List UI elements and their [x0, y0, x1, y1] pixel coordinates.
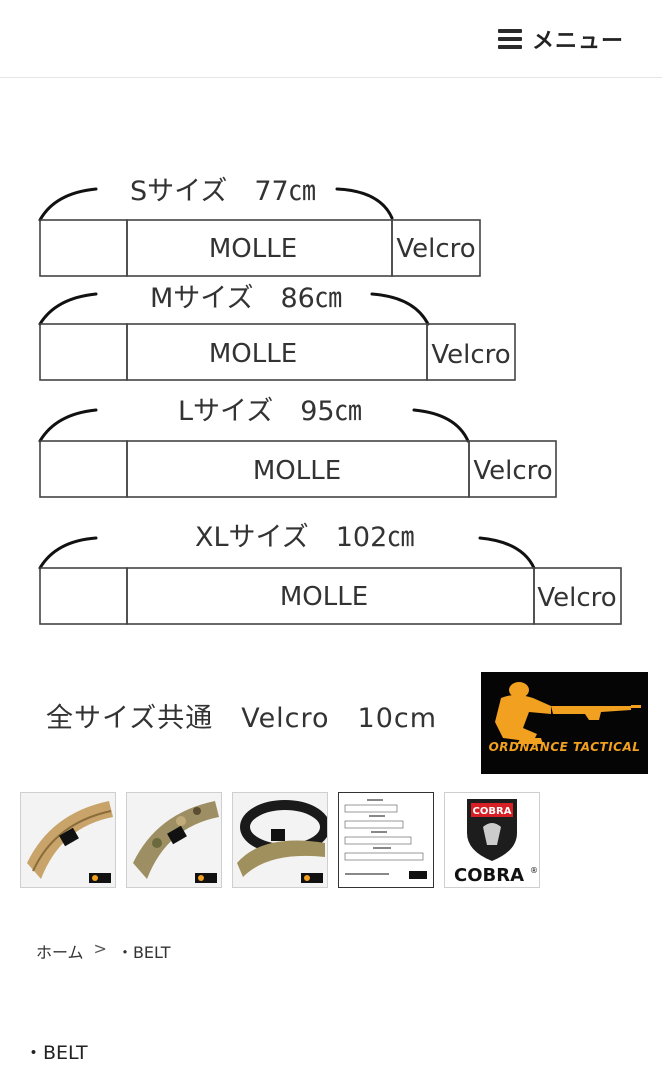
- thumbnail-5-cobra-logo[interactable]: COBRA COBRA ®: [444, 792, 540, 888]
- ordnance-brand-text: ORDNANCE TACTICAL: [488, 740, 641, 754]
- size-s-velcro: Velcro: [396, 234, 475, 264]
- thumbnail-3-multicam-belt-coil[interactable]: [232, 792, 328, 888]
- size-xl-velcro: Velcro: [537, 583, 616, 613]
- size-s-molle: MOLLE: [209, 234, 297, 264]
- breadcrumb-current: ・BELT: [116, 943, 171, 962]
- ordnance-tactical-logo: ORDNANCE TACTICAL: [481, 672, 648, 774]
- cobra-badge-text: COBRA: [473, 806, 512, 817]
- thumbnail-1-coyote-belt[interactable]: [20, 792, 116, 888]
- thumbnail-2-multicam-belt[interactable]: [126, 792, 222, 888]
- breadcrumb-home-link[interactable]: ホーム: [36, 943, 84, 962]
- hamburger-icon: [497, 29, 522, 49]
- size-m-title: Mサイズ 86㎝: [150, 283, 342, 314]
- cobra-registered-mark: ®: [530, 866, 538, 875]
- size-l-molle: MOLLE: [253, 456, 341, 486]
- size-l-velcro: Velcro: [473, 456, 552, 486]
- size-xl-title: XLサイズ 102㎝: [195, 522, 414, 553]
- common-velcro-note: 全サイズ共通 Velcro 10cm: [46, 703, 438, 734]
- category-title: ・BELT: [24, 1042, 88, 1064]
- size-xl-molle: MOLLE: [280, 582, 368, 612]
- menu-label: メニュー: [531, 29, 624, 54]
- breadcrumb-separator: >: [93, 939, 107, 958]
- thumbnail-4-size-chart[interactable]: [338, 792, 434, 888]
- cobra-wordmark: COBRA: [454, 865, 524, 886]
- size-l-title: Lサイズ 95㎝: [178, 396, 362, 427]
- menu-button[interactable]: メニュー: [497, 24, 624, 54]
- size-s-title: Sサイズ 77㎝: [130, 176, 316, 207]
- site-header: メニュー: [0, 0, 662, 78]
- belt-size-chart-image: Sサイズ 77㎝ MOLLE Velcro Mサイズ 86㎝ MOLLE Vel…: [0, 160, 662, 630]
- size-m-molle: MOLLE: [209, 339, 297, 369]
- size-m-velcro: Velcro: [431, 340, 510, 370]
- breadcrumb: ホーム > ・BELT: [36, 939, 171, 963]
